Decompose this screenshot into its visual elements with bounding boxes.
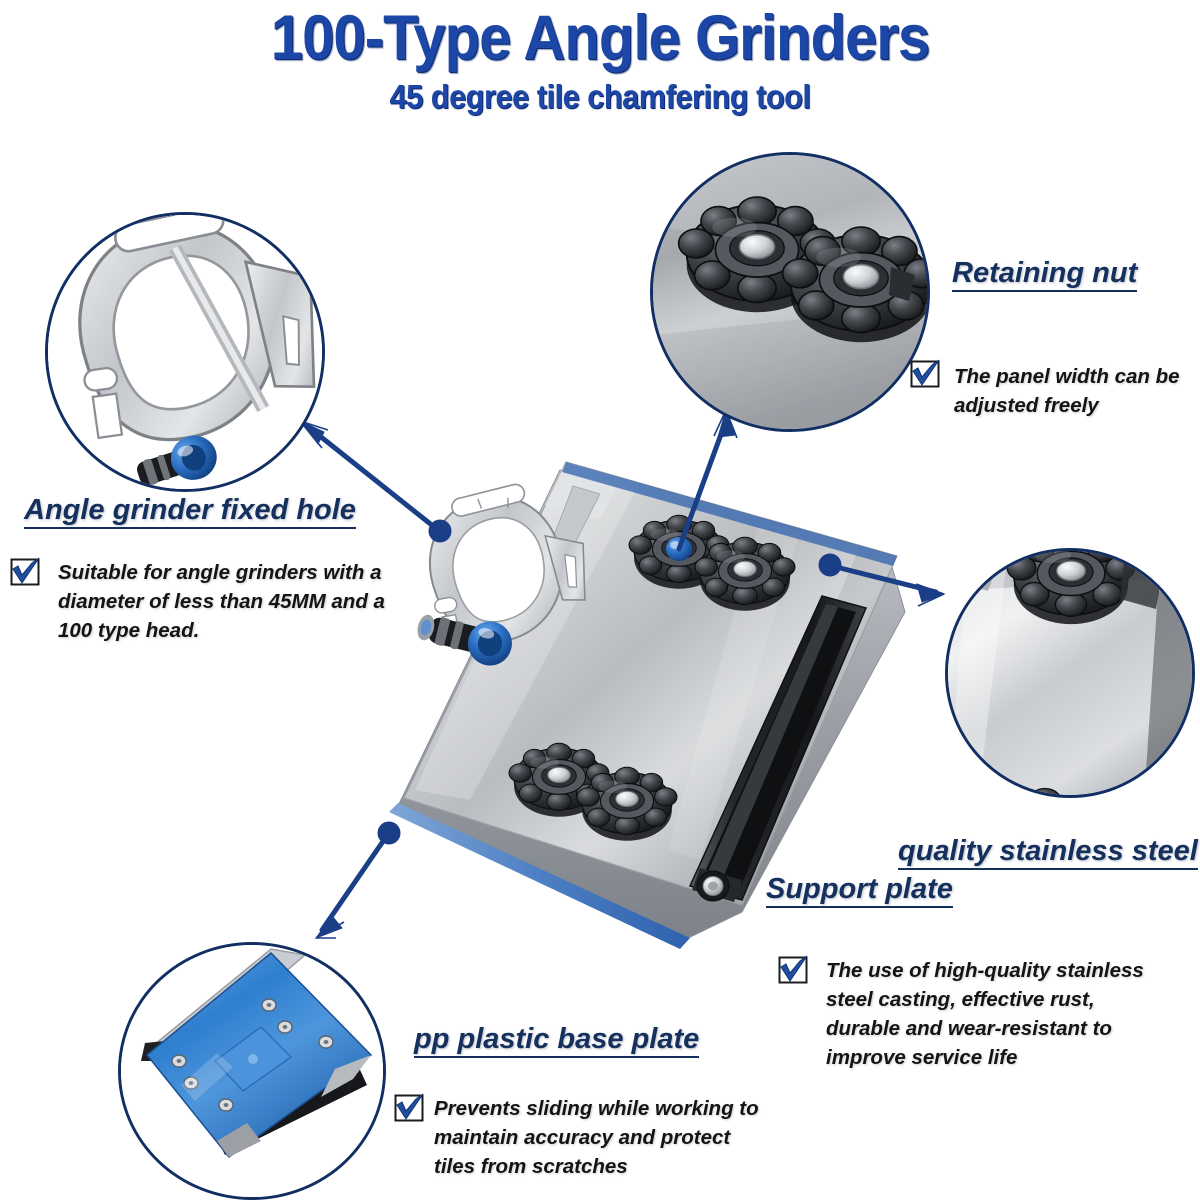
retaining-knob-bottom-left bbox=[508, 742, 610, 818]
retaining-knob-top-left bbox=[628, 514, 730, 590]
support-rail bbox=[688, 595, 868, 902]
retaining-knob-top-right bbox=[694, 536, 796, 612]
callout-heading-fixed-hole: Angle grinder fixed hole bbox=[24, 494, 356, 530]
callout-heading-base-plate: pp plastic base plate bbox=[414, 1023, 700, 1059]
check-mark-icon bbox=[394, 1093, 424, 1122]
blue-locking-handle bbox=[417, 614, 512, 666]
stainless-steel-detail-image bbox=[948, 551, 1192, 795]
blue-pin-top-knob bbox=[666, 537, 692, 561]
detail-circle-retaining-nut bbox=[650, 152, 930, 432]
callout-body-fixed-hole: Suitable for angle grinders with a diame… bbox=[58, 561, 385, 643]
check-mark-icon bbox=[910, 359, 940, 388]
callout-heading-stainless-steel-line1: quality stainless steel bbox=[898, 835, 1198, 871]
callout-heading-support-plate-line2: Support plate bbox=[766, 873, 953, 909]
retaining-nut-detail-image bbox=[653, 155, 927, 429]
check-mark-icon bbox=[778, 955, 808, 984]
page-subtitle: 45 degree tile chamfering tool bbox=[389, 78, 811, 115]
pp-base-plate-detail-image bbox=[121, 945, 383, 1197]
check-mark-icon bbox=[10, 557, 40, 586]
detail-circle-stainless-steel bbox=[945, 548, 1195, 798]
callout-body-base-plate: Prevents sliding while working to mainta… bbox=[434, 1097, 759, 1179]
leader-line-base-plate bbox=[314, 821, 401, 940]
callout-body-stainless-steel: The use of high-quality stainless steel … bbox=[826, 959, 1144, 1070]
leader-line-stainless-steel bbox=[818, 553, 946, 607]
leader-line-retaining-nut bbox=[676, 408, 738, 552]
clamp-ring bbox=[428, 483, 586, 644]
callout-body-retaining-nut: The panel width can be adjusted freely bbox=[954, 365, 1180, 418]
page-title: 100-Type Angle Grinders bbox=[270, 3, 930, 73]
detail-circle-fixed-hole bbox=[45, 212, 325, 492]
detail-circle-base-plate bbox=[118, 942, 386, 1200]
clamp-ring-detail-image bbox=[48, 215, 322, 489]
callout-heading-retaining-nut: Retaining nut bbox=[952, 257, 1138, 293]
retaining-knob-bottom-right bbox=[576, 766, 678, 842]
